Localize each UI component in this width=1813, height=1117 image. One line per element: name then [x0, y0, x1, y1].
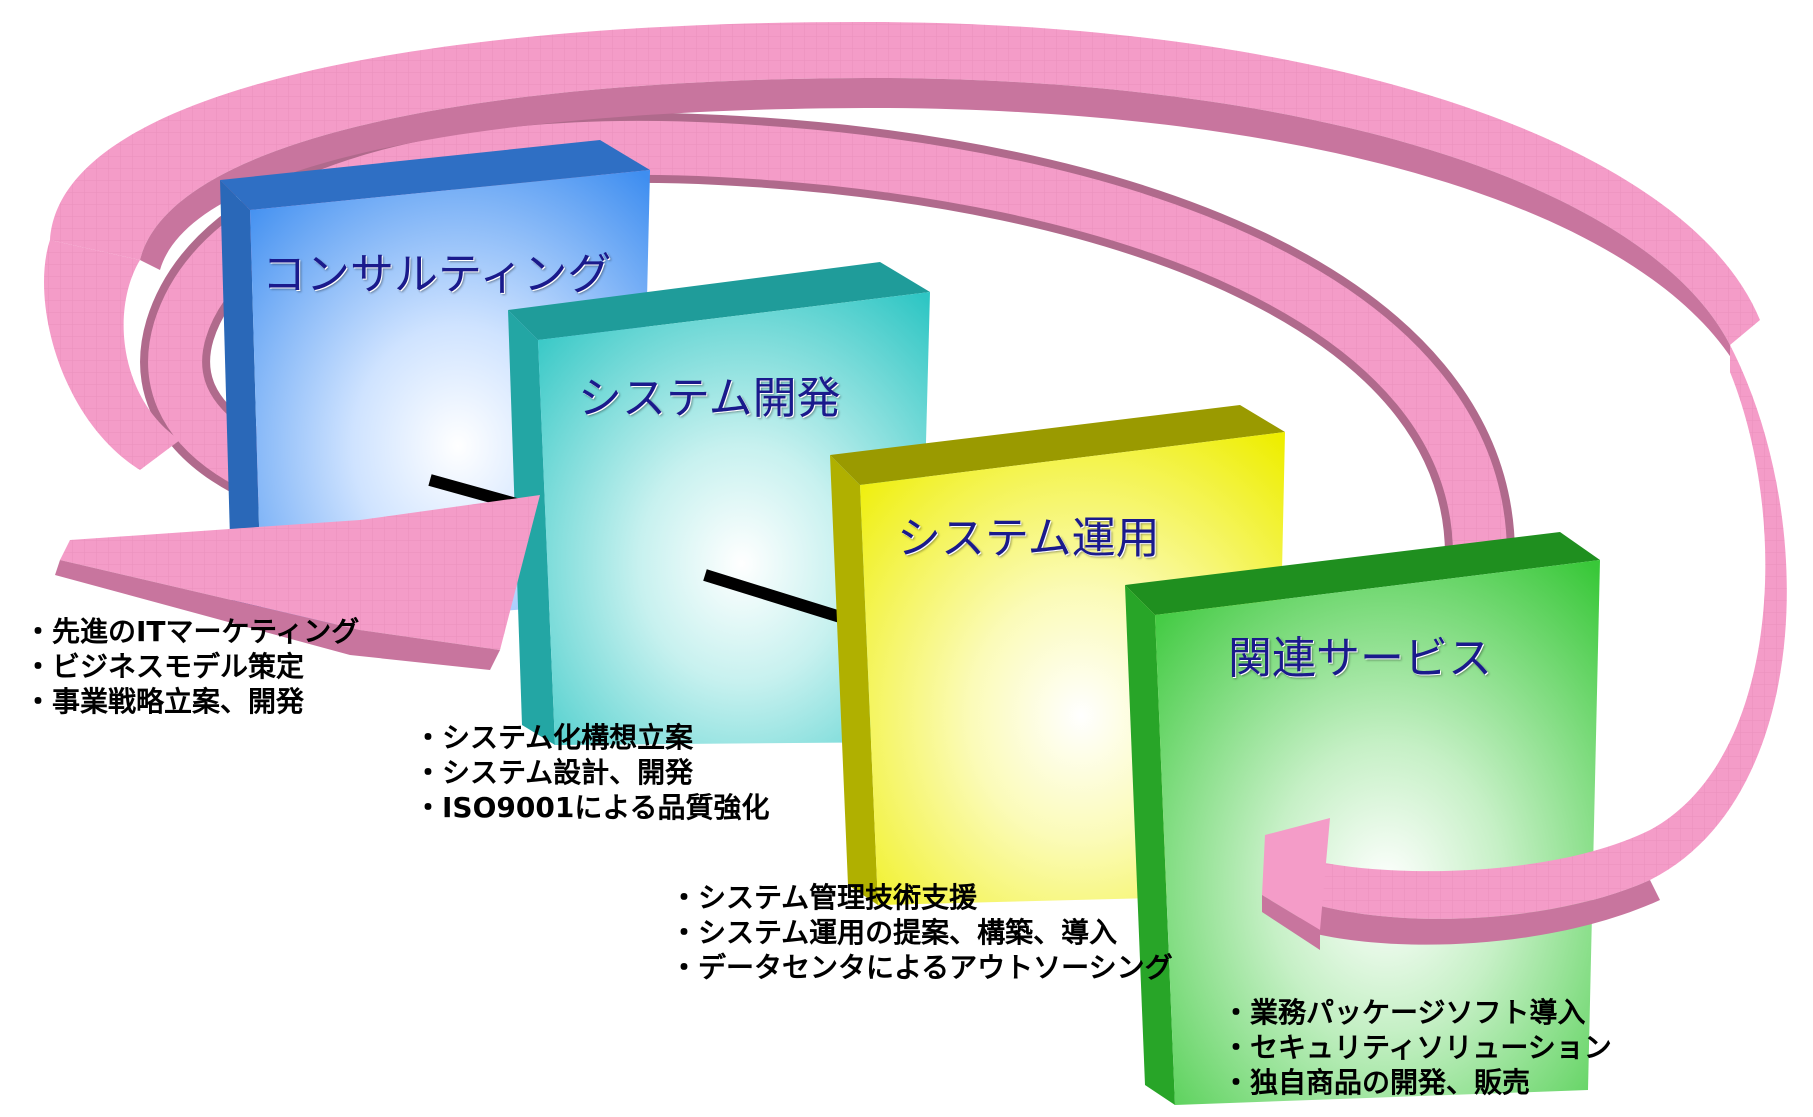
bullet-item: ・セキュリティソリューション: [1222, 1031, 1612, 1064]
bullets-related-services: ・業務パッケージソフト導入 ・セキュリティソリューション ・独自商品の開発、販売: [1222, 995, 1612, 1100]
block-title-related-services: 関連サービス: [1228, 633, 1492, 684]
bullet-item: ・事業戦略立案、開発: [24, 685, 305, 718]
cycle-arrow-top: [50, 21, 1760, 372]
bullet-item: ・システム運用の提案、構築、導入: [670, 916, 1118, 949]
bullet-item: ・システム管理技術支援: [670, 881, 978, 914]
cycle-arrow-front: [44, 240, 1787, 950]
bullets-system-ops: ・システム管理技術支援 ・システム運用の提案、構築、導入 ・データセンタによるア…: [670, 880, 1173, 985]
bullet-item: ・独自商品の開発、販売: [1222, 1066, 1531, 1099]
block-title-system-dev: システム開発: [578, 373, 841, 424]
block-related-services: [1125, 532, 1600, 1105]
block-title-system-ops: システム運用: [897, 513, 1160, 564]
bullet-item: ・システム設計、開発: [414, 756, 694, 789]
bullet-item: ・データセンタによるアウトソーシング: [670, 951, 1173, 984]
block-title-consulting: コンサルティング: [262, 249, 612, 300]
bullets-system-dev: ・システム化構想立案 ・システム設計、開発 ・ISO9001による品質強化: [414, 720, 769, 825]
bullets-consulting: ・先進のITマーケティング ・ビジネスモデル策定 ・事業戦略立案、開発: [24, 614, 359, 719]
bullet-item: ・先進のITマーケティング: [24, 615, 360, 648]
bullet-item: ・システム化構想立案: [414, 721, 694, 754]
bullet-item: ・ビジネスモデル策定: [24, 650, 305, 683]
bullet-item: ・業務パッケージソフト導入: [1222, 996, 1586, 1029]
bullet-item: ・ISO9001による品質強化: [414, 791, 770, 824]
